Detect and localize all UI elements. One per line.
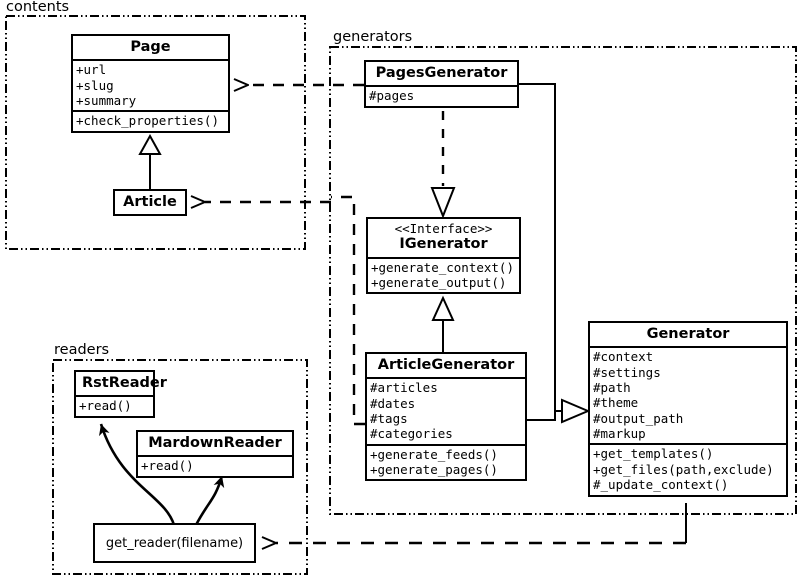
relation-article-to-page	[138, 133, 162, 190]
package-label-readers: readers	[52, 342, 112, 358]
relation-articlegenerator-to-generator	[527, 398, 591, 424]
relation-articlegenerator-to-article	[205, 197, 365, 426]
class-pagesgenerator-attributes: #pages	[366, 85, 517, 105]
attribute: #context	[593, 349, 654, 365]
class-articlegenerator-methods: +generate_feeds() +generate_pages()	[367, 443, 525, 480]
class-generator-attributes: #context #settings #path #theme #output_…	[590, 346, 786, 443]
method: +generate_feeds()	[370, 446, 498, 462]
relation-getreader-to-mardownreader	[194, 475, 225, 526]
function-box-label: get_reader(filename)	[105, 535, 244, 551]
class-article-title: Article	[123, 194, 177, 210]
method: +generate_output()	[371, 274, 507, 290]
class-igenerator-stereotype: <<Interface>>	[394, 221, 493, 236]
package-label-contents: contents	[4, 0, 72, 15]
attribute: #settings	[593, 364, 661, 380]
function-box-get-reader[interactable]: get_reader(filename)	[93, 523, 256, 563]
attribute: #path	[593, 379, 631, 395]
class-generator-methods: +get_templates() +get_files(path,exclude…	[590, 443, 786, 494]
class-article[interactable]: Article	[113, 189, 187, 217]
method: +generate_context()	[371, 259, 514, 275]
relation-articlegenerator-to-igenerator	[431, 295, 455, 352]
class-mardownreader[interactable]: MardownReader +read()	[136, 430, 294, 478]
class-rstreader-methods: +read()	[76, 395, 153, 415]
class-page-title: Page	[130, 39, 171, 55]
class-generator-title: Generator	[646, 326, 730, 342]
class-page-methods: +check_properties()	[73, 110, 228, 130]
class-articlegenerator[interactable]: ArticleGenerator #articles #dates #tags …	[365, 352, 527, 482]
attribute: +url	[76, 62, 107, 78]
attribute: #theme	[593, 395, 639, 411]
package-label-generators: generators	[331, 29, 415, 45]
attribute: #output_path	[593, 410, 684, 426]
method: +get_files(path,exclude)	[593, 461, 774, 477]
method: +get_templates()	[593, 446, 714, 462]
attribute: +summary	[76, 92, 137, 108]
class-page-attributes: +url +slug +summary	[73, 59, 228, 110]
attribute: #pages	[369, 88, 415, 104]
attribute: #dates	[370, 395, 416, 411]
class-igenerator-title: IGenerator	[399, 236, 488, 253]
attribute: #categories	[370, 426, 453, 442]
class-igenerator-methods: +generate_context() +generate_output()	[368, 256, 519, 293]
attribute: #markup	[593, 426, 646, 442]
class-pagesgenerator[interactable]: PagesGenerator #pages	[364, 60, 519, 108]
class-articlegenerator-attributes: #articles #dates #tags #categories	[367, 377, 525, 444]
class-pagesgenerator-title: PagesGenerator	[375, 65, 508, 81]
relation-pagesgenerator-to-igenerator	[430, 111, 456, 219]
class-mardownreader-title: MardownReader	[148, 435, 282, 451]
method: #_update_context()	[593, 477, 729, 493]
relation-generator-to-getreader	[276, 503, 687, 543]
class-articlegenerator-title: ArticleGenerator	[377, 357, 515, 373]
method: +check_properties()	[76, 113, 219, 129]
class-rstreader-title: RstReader	[82, 375, 167, 391]
method: +read()	[79, 398, 132, 414]
attribute: #tags	[370, 410, 408, 426]
attribute: +slug	[76, 77, 114, 93]
attribute: #articles	[370, 380, 438, 396]
class-page[interactable]: Page +url +slug +summary +check_properti…	[71, 34, 230, 133]
method: +generate_pages()	[370, 462, 498, 478]
class-generator[interactable]: Generator #context #settings #path #them…	[588, 321, 788, 497]
class-mardownreader-methods: +read()	[138, 455, 292, 475]
class-igenerator[interactable]: <<Interface>> IGenerator +generate_conte…	[366, 217, 521, 295]
class-rstreader[interactable]: RstReader +read()	[74, 370, 167, 418]
method: +read()	[141, 458, 194, 474]
